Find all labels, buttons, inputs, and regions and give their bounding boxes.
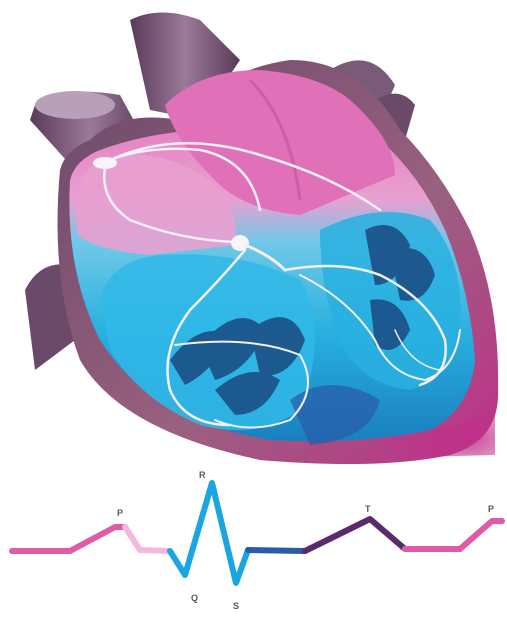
ecg-label-t: T (365, 504, 371, 514)
ecg-waveform (12, 483, 502, 583)
vessel-opening (35, 91, 115, 119)
ecg-st-segment (248, 550, 305, 551)
ecg-label-p-next: P (488, 504, 494, 514)
ecg-baseline-start (12, 527, 125, 551)
ecg-label-s: S (233, 601, 239, 611)
ecg-p-wave-next (405, 521, 502, 549)
atrioventricular-node (231, 235, 249, 251)
ecg-label-r: R (199, 470, 206, 480)
ecg-labels: P R Q S T P (117, 470, 494, 611)
ecg-p-wave-end (125, 527, 170, 551)
ecg-label-q: Q (191, 593, 198, 603)
ecg-label-p: P (117, 508, 123, 518)
ecg-qrs-complex (170, 483, 248, 583)
